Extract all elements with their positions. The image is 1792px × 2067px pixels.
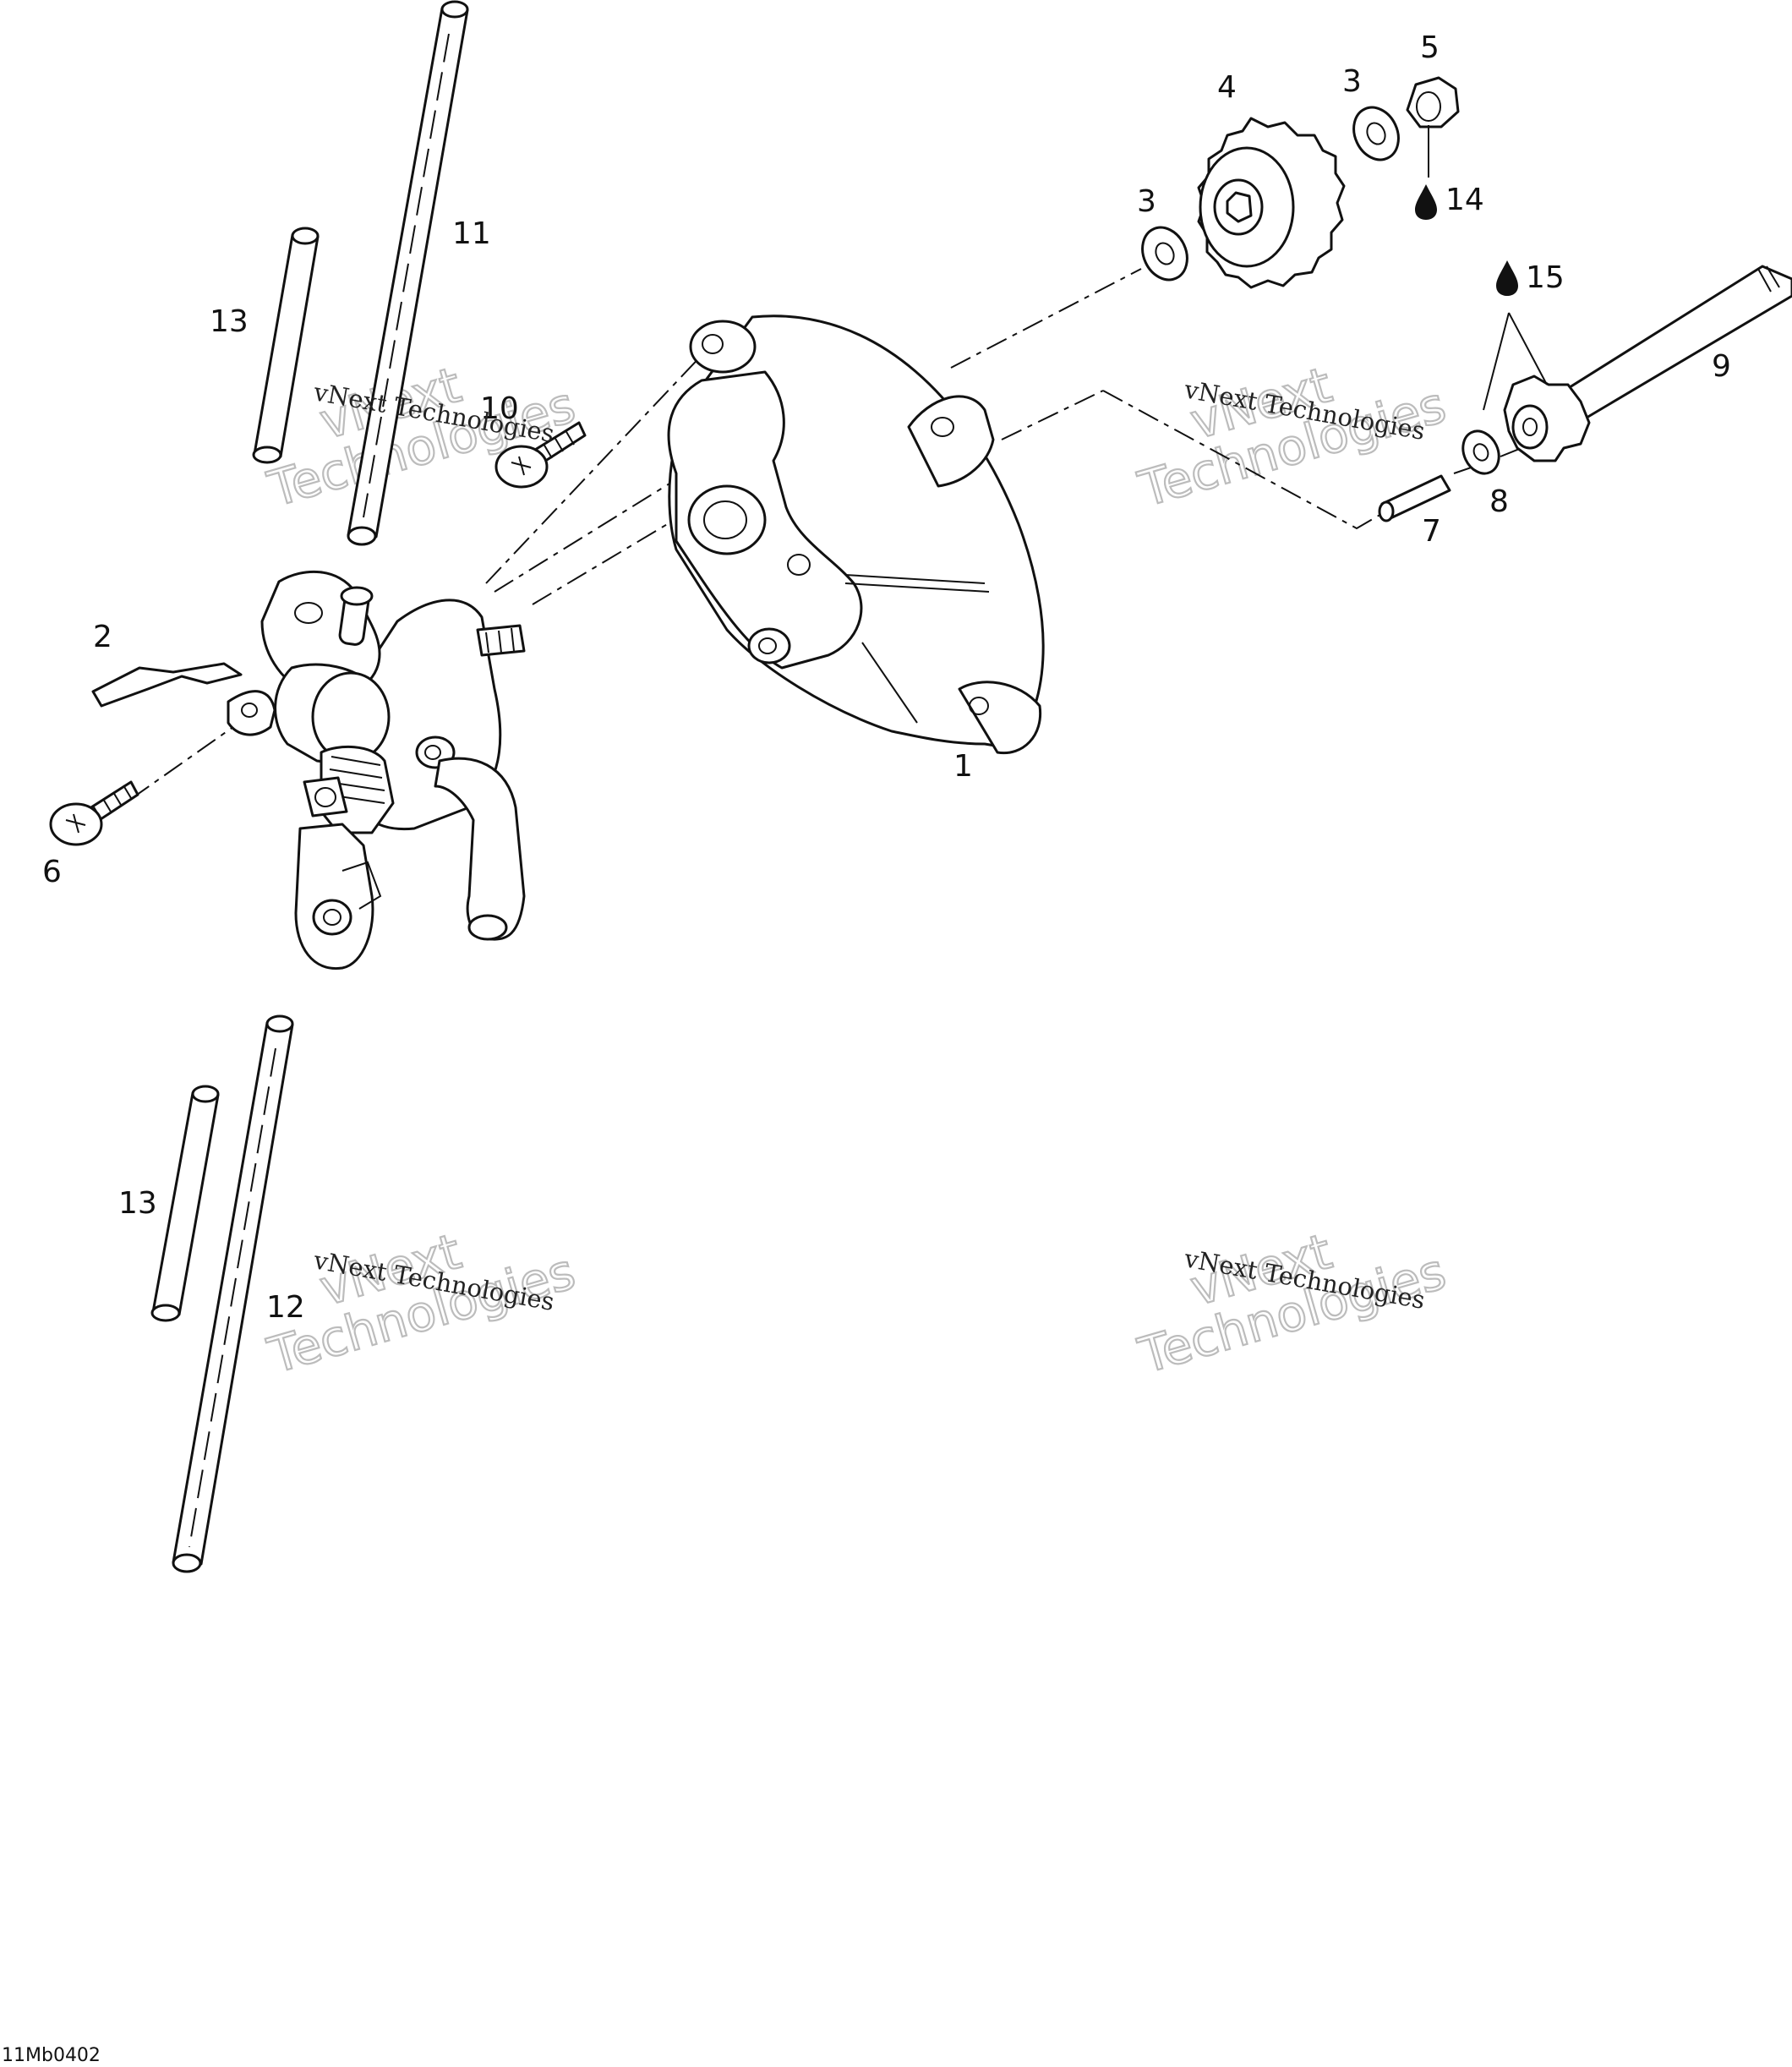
callout-2: 2 [93,620,112,654]
tube-part-13-upper [252,227,320,464]
screw-part-10 [494,421,587,489]
oil-pump-assembly [91,570,526,971]
callout-9: 9 [1712,349,1731,384]
callout-14: 14 [1445,183,1484,217]
washer-part-8 [1461,429,1500,475]
callout-15-leaders [1483,312,1548,411]
callout-13-lower: 13 [118,1186,157,1221]
callout-10: 10 [480,391,519,426]
oil-drop-icon [1415,184,1437,220]
callout-3-right: 3 [1342,64,1362,99]
tube-part-11 [347,0,469,546]
callout-7: 7 [1422,514,1441,549]
figure-code: 11Mb0402 [2,2045,101,2066]
callout-1: 1 [953,749,973,784]
nut-part-5 [1406,76,1460,178]
callout-5: 5 [1420,30,1440,65]
pinion-part-15 [1503,375,1591,462]
callout-15: 15 [1526,260,1565,295]
callout-6: 6 [42,855,62,889]
gear-part-4 [1197,117,1346,289]
callout-3-left: 3 [1137,184,1156,219]
callout-4: 4 [1217,70,1237,105]
washer-part-3-right [1352,106,1400,161]
tube-part-12 [172,1014,294,1573]
tube-part-13-lower [150,1085,220,1322]
pump-cover-part-1 [667,314,1045,755]
callout-12: 12 [266,1290,305,1325]
washer-part-3-left [1141,226,1188,282]
callout-8: 8 [1489,484,1509,519]
callout-13-upper: 13 [210,304,249,339]
screw-part-6 [49,780,139,846]
callout-11: 11 [452,216,491,251]
pin-part-7 [1378,474,1451,522]
oil-drop-icon [1496,260,1518,296]
